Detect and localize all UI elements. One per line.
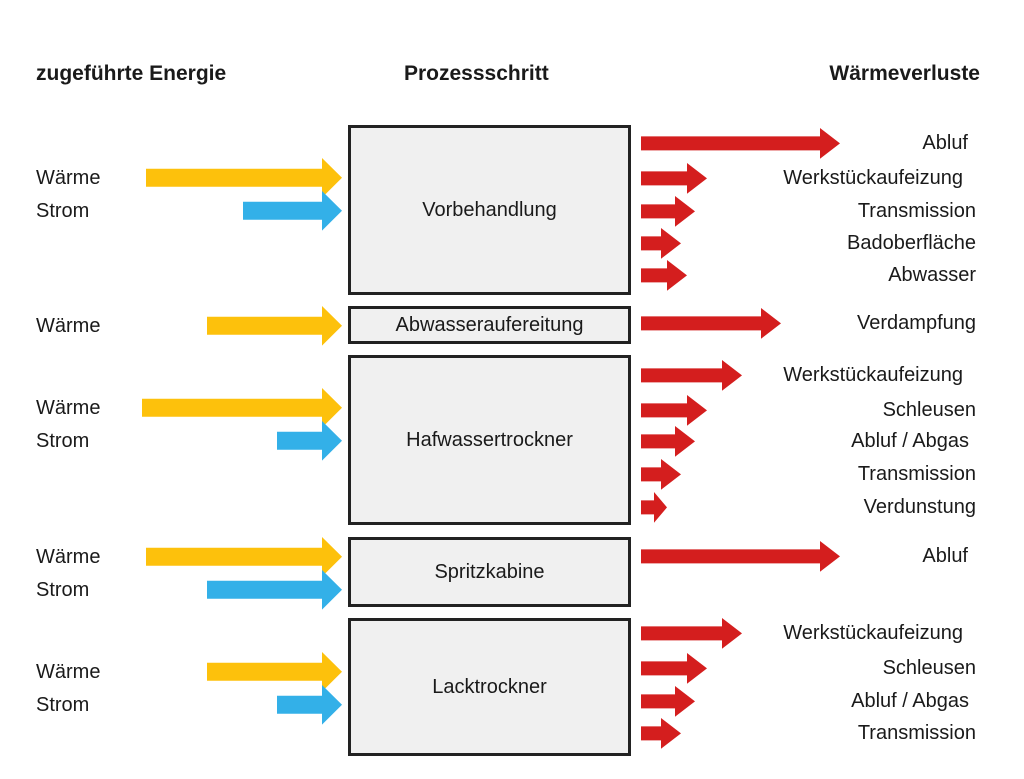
heat-loss-arrow: [641, 652, 707, 684]
power-input-arrow: [277, 421, 342, 461]
power-input-arrow: [207, 570, 342, 610]
heat-loss-label: Verdampfung: [857, 312, 976, 334]
heat-loss-label: Verdunstung: [863, 496, 976, 518]
process-step-label: Spritzkabine: [434, 560, 545, 583]
heat-loss-label: Transmission: [857, 463, 976, 485]
heat-loss-arrow: [641, 127, 840, 159]
heat-loss-arrow: [641, 458, 681, 490]
heat-input-arrow: [142, 388, 342, 428]
heat-input-arrow: [146, 158, 342, 198]
heat-loss-label: Werkstückaufeizung: [783, 167, 963, 189]
heat-loss-label: Abluf / Abgas: [851, 430, 969, 452]
input-energy-label: Wärme: [36, 397, 101, 419]
heat-loss-label: Abluf: [922, 545, 968, 567]
power-input-arrow: [277, 685, 342, 725]
heat-loss-arrow: [641, 685, 695, 717]
process-step-label: Lacktrockner: [432, 675, 547, 698]
heat-loss-label: Badoberfläche: [847, 232, 976, 254]
process-step-box: Vorbehandlung: [348, 125, 631, 295]
process-step-box: Hafwassertrockner: [348, 355, 631, 525]
heat-loss-label: Abluf / Abgas: [851, 690, 969, 712]
process-step-box: Abwasseraufereitung: [348, 306, 631, 344]
heat-loss-arrow: [641, 617, 742, 649]
process-step-label: Abwasseraufereitung: [395, 313, 584, 336]
input-energy-label: Strom: [36, 200, 90, 222]
heat-loss-label: Schleusen: [882, 657, 976, 679]
heat-loss-arrow: [641, 195, 695, 227]
heat-loss-arrow: [641, 394, 707, 426]
header-process-step: Prozessschritt: [404, 62, 549, 85]
input-energy-label: Wärme: [36, 315, 101, 337]
input-energy-label: Strom: [36, 430, 90, 452]
heat-loss-label: Werkstückaufeizung: [783, 622, 963, 644]
heat-input-arrow: [146, 537, 342, 577]
heat-loss-label: Transmission: [857, 200, 976, 222]
process-step-label: Vorbehandlung: [422, 198, 557, 221]
heat-loss-arrow: [641, 259, 687, 291]
header-heat-losses: Wärmeverluste: [829, 62, 980, 85]
heat-loss-arrow: [641, 491, 667, 523]
heat-loss-label: Abwasser: [888, 264, 976, 286]
heat-loss-label: Abluf: [922, 132, 968, 154]
heat-loss-label: Schleusen: [882, 399, 976, 421]
heat-input-arrow: [207, 652, 342, 692]
heat-loss-arrow: [641, 227, 681, 259]
power-input-arrow: [243, 191, 342, 231]
input-energy-label: Wärme: [36, 167, 101, 189]
input-energy-label: Strom: [36, 694, 90, 716]
heat-loss-arrow: [641, 717, 681, 749]
heat-loss-arrow: [641, 359, 742, 391]
heat-loss-arrow: [641, 540, 840, 572]
heat-loss-label: Transmission: [857, 722, 976, 744]
header-input-energy: zugeführte Energie: [36, 62, 227, 85]
input-energy-label: Wärme: [36, 661, 101, 683]
heat-input-arrow: [207, 306, 342, 346]
heat-loss-label: Werkstückaufeizung: [783, 364, 963, 386]
process-step-box: Spritzkabine: [348, 537, 631, 607]
input-energy-label: Wärme: [36, 546, 101, 568]
process-step-box: Lacktrockner: [348, 618, 631, 756]
input-energy-label: Strom: [36, 579, 90, 601]
process-step-label: Hafwassertrockner: [406, 428, 573, 451]
heat-loss-arrow: [641, 425, 695, 457]
heat-loss-arrow: [641, 307, 781, 339]
heat-loss-arrow: [641, 162, 707, 194]
